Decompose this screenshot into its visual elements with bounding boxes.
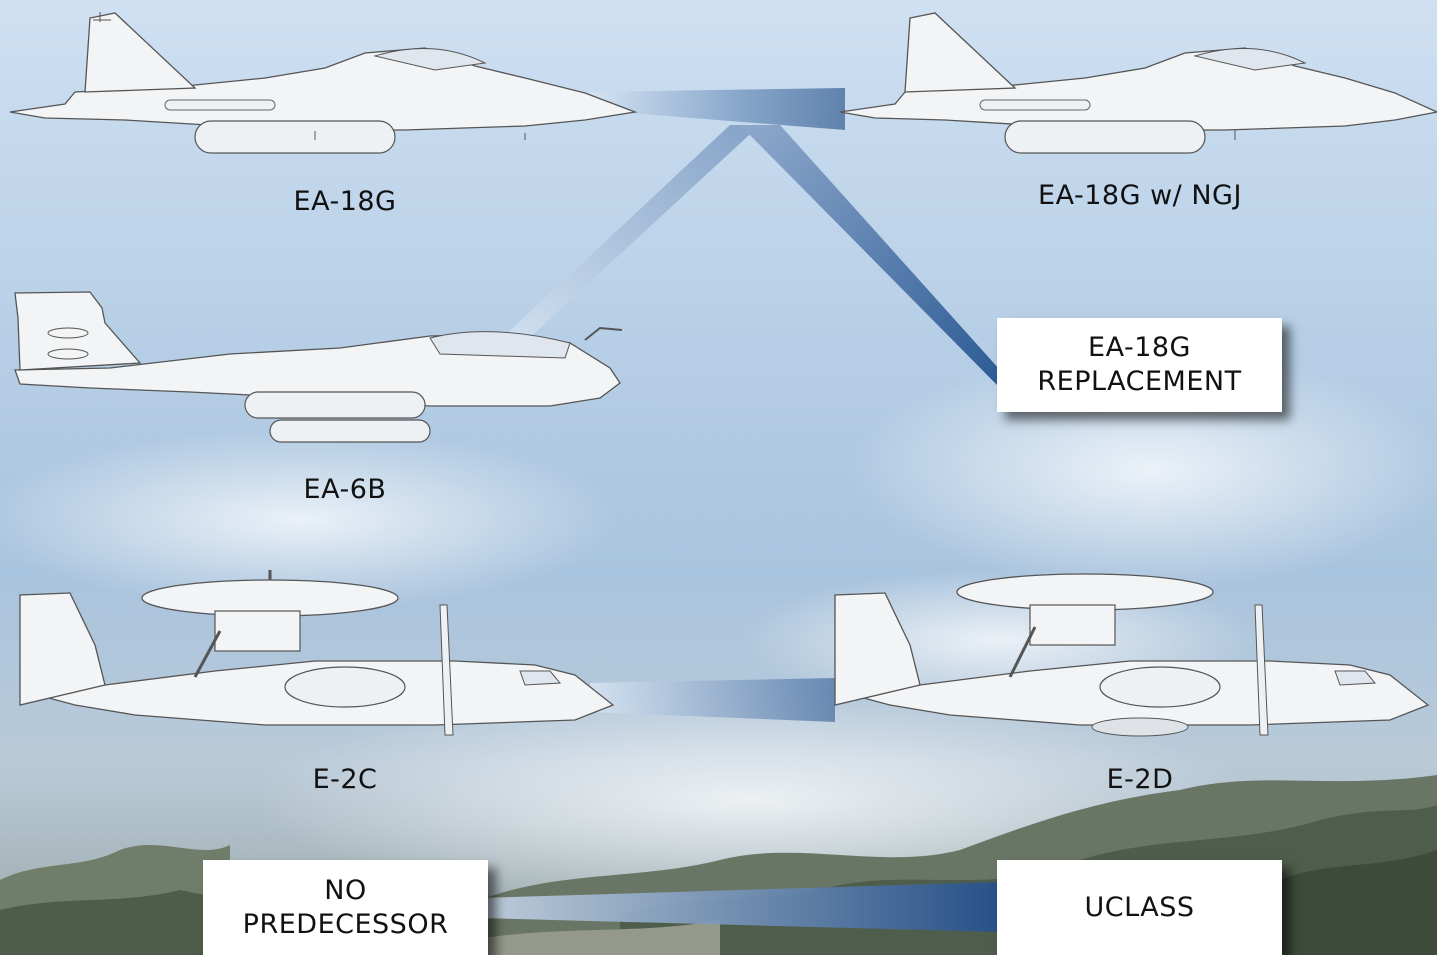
ea18g-replacement-line1: EA-18G [1088, 332, 1191, 363]
connector-uclass [480, 882, 1000, 932]
e2c-label: E-2C [312, 764, 378, 795]
connector-e2c-e2d [590, 678, 835, 722]
e2d-aircraft [834, 573, 1430, 737]
ea18g-replacement-line2: REPLACEMENT [1037, 366, 1242, 397]
connector-ea18g-ngj [590, 88, 845, 130]
e2d-label: E-2D [1106, 764, 1174, 795]
no-predecessor-line2: PREDECESSOR [242, 908, 449, 940]
connector-replacement [740, 125, 1000, 388]
ea6b-label: EA-6B [303, 474, 387, 505]
ea6b-aircraft [14, 291, 623, 443]
connector-ea6b [500, 125, 760, 342]
ea18g-ngj-label: EA-18G w/ NGJ [1038, 180, 1242, 211]
ea18g-replacement-box: EA-18G REPLACEMENT [997, 318, 1282, 412]
ea18g-label: EA-18G [293, 186, 397, 217]
uclass-box: UCLASS [997, 860, 1282, 955]
e2c-aircraft [19, 570, 615, 736]
no-predecessor-box: NO PREDECESSOR [203, 860, 488, 955]
no-predecessor-line1: NO [324, 874, 367, 906]
ea18g-ngj-aircraft [839, 12, 1437, 154]
ea18g-aircraft [9, 12, 638, 154]
uclass-label: UCLASS [1084, 891, 1195, 923]
